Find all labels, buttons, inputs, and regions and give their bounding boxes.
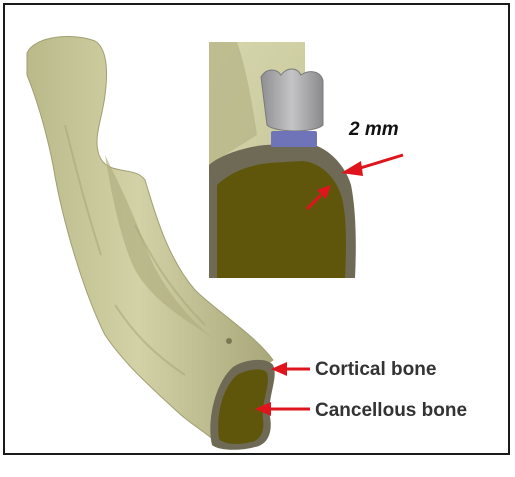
- inset-cancellous: [217, 161, 346, 278]
- implant-crown: [261, 69, 323, 131]
- inset-frame-mask-left: [205, 165, 209, 278]
- implant-section-inset: [205, 42, 366, 278]
- implant-abutment: [271, 131, 317, 147]
- figure-frame: 2 mm Cortical bone Cancellous bone: [3, 3, 510, 455]
- mandible-diagram: 2 mm Cortical bone Cancellous bone: [5, 5, 508, 453]
- cortical-bone-label: Cortical bone: [315, 359, 436, 380]
- cortical-arrow: [271, 362, 310, 376]
- thickness-label: 2 mm: [348, 119, 399, 140]
- cancellous-bone-label: Cancellous bone: [315, 400, 467, 421]
- mental-foramen: [226, 338, 232, 344]
